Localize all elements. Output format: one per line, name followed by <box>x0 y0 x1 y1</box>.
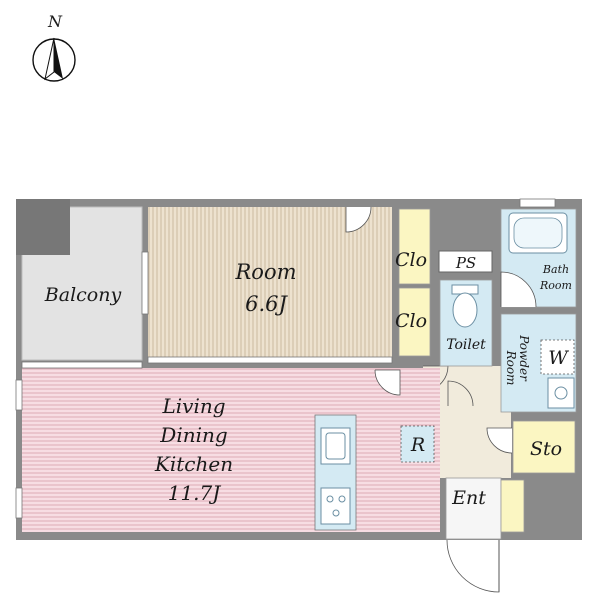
stove-icon <box>320 487 351 525</box>
bath-label-2: Room <box>539 279 572 292</box>
storage: Sto <box>486 420 576 474</box>
ldk-label-4: 11.7J <box>168 481 222 505</box>
sink-icon <box>547 377 575 409</box>
ldk-label-2: Dining <box>159 423 227 447</box>
powder-label-1: Powder <box>517 334 531 382</box>
kitchen-sink-icon <box>320 427 351 465</box>
refrigerator-space <box>400 425 435 463</box>
storage-label: Sto <box>530 438 562 460</box>
refrigerator-label: R <box>410 434 425 456</box>
north-compass-icon: N <box>32 12 76 82</box>
washer-space <box>540 339 575 375</box>
living-dining-kitchen: R Living Dining Kitchen 11.7J <box>22 368 440 532</box>
entrance-label: Ent <box>451 487 486 509</box>
closet-upper: Clo <box>395 208 431 285</box>
powder-room: W Powder Room <box>500 313 577 413</box>
pipe-space: PS <box>438 250 493 273</box>
balcony-label: Balcony <box>44 284 122 306</box>
compass-label: N <box>47 12 63 31</box>
bathtub-icon <box>508 212 568 254</box>
room-name-label: Room <box>234 260 296 284</box>
ldk-label-3: Kitchen <box>154 452 233 476</box>
closet-lower: Clo <box>395 287 431 357</box>
bath-label-1: Bath <box>542 263 569 276</box>
washer-label: W <box>548 347 569 369</box>
toilet-icon <box>451 284 479 328</box>
closet-lower-label: Clo <box>395 310 427 332</box>
bath-room: Bath Room <box>500 208 577 308</box>
entrance: Ent <box>445 477 525 593</box>
ps-label: PS <box>455 254 476 272</box>
room-size-label: 6.6J <box>245 292 288 316</box>
ldk-label-1: Living <box>161 394 225 418</box>
closet-upper-label: Clo <box>395 249 427 271</box>
balcony: Balcony <box>16 199 143 361</box>
powder-label-2: Room <box>504 350 518 386</box>
toilet-room: Toilet <box>439 279 493 367</box>
windows <box>15 198 556 519</box>
toilet-label: Toilet <box>446 337 486 353</box>
room-western: Room 6.6J <box>148 206 392 359</box>
